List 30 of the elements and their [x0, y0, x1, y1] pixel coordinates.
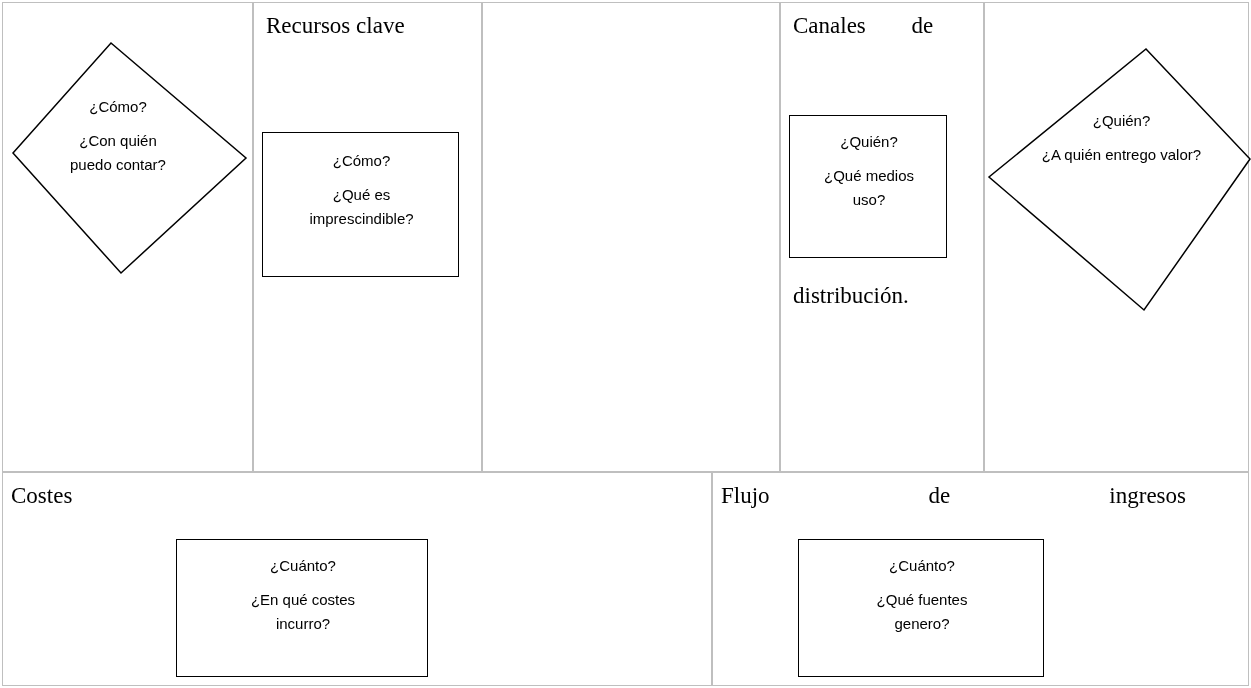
canvas-cell: [2, 2, 253, 472]
canvas-cell: [984, 2, 1249, 472]
canvas-cell: [2, 472, 712, 686]
question-text: ¿Cuánto?: [888, 556, 956, 576]
question-diamond: [13, 43, 247, 274]
canvas-cell: [482, 2, 780, 472]
question-diamond: [989, 49, 1251, 311]
question-text: ¿Qué medios uso?: [822, 166, 915, 210]
section-heading: Recursos clave: [266, 13, 405, 39]
question-text: ¿Qué fuentes genero?: [875, 590, 969, 634]
question-text: ¿Con quién puedo contar?: [69, 131, 167, 175]
question-box: [789, 115, 947, 258]
question-box: [176, 539, 428, 677]
question-text: ¿A quién entrego valor?: [1040, 145, 1203, 165]
section-heading: Canales de: [793, 13, 935, 39]
question-text: ¿Cuánto?: [269, 556, 337, 576]
question-text: ¿Cómo?: [88, 97, 148, 117]
question-text: ¿Cómo?: [331, 151, 392, 171]
canvas-cell: [253, 2, 482, 472]
canvas-cell: [712, 472, 1249, 686]
section-heading: Costes: [11, 483, 73, 509]
question-text: ¿Quién?: [1091, 111, 1152, 131]
canvas-cell: [780, 2, 984, 472]
question-text: ¿En qué costes incurro?: [249, 590, 357, 634]
section-heading: Flujo de ingresos: [721, 483, 1186, 509]
question-text: ¿Quién?: [839, 132, 899, 152]
question-text: ¿Qué es imprescindible?: [308, 185, 415, 229]
section-heading: distribución.: [793, 283, 909, 309]
question-box: [798, 539, 1044, 677]
question-box: [262, 132, 459, 277]
